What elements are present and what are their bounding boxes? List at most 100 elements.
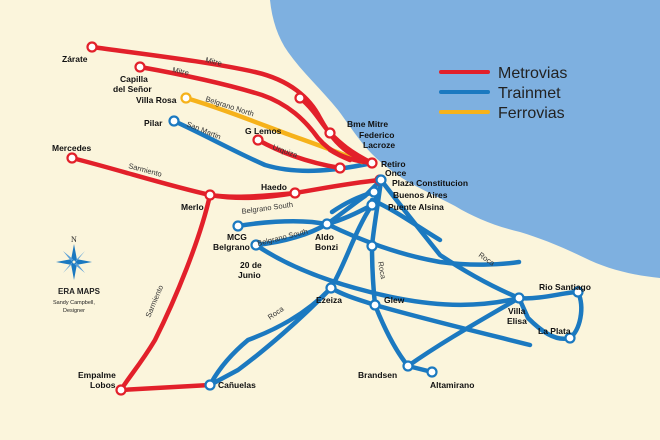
line-lobos-canuelas — [118, 382, 213, 393]
line-urquiza — [255, 137, 343, 171]
label-federico: Federico — [359, 130, 394, 140]
legend-label-trainmet: Trainmet — [498, 85, 561, 102]
station-buenos-aires[interactable] — [368, 186, 380, 198]
label-canuelas: Cañuelas — [218, 380, 256, 390]
label-pilar: Pilar — [144, 118, 163, 128]
compass-n-label: N — [71, 235, 77, 244]
label-veinte-1: 20 de — [240, 260, 262, 270]
station-empalme-lobos[interactable] — [115, 384, 127, 396]
line-belgrano-south-1 — [235, 218, 330, 229]
label-puente-alsina: Puente Alsina — [388, 202, 444, 212]
label-bme-mitre: Bme Mitre — [347, 119, 388, 129]
line-cross-1 — [253, 242, 522, 308]
station-altamirano[interactable] — [426, 366, 438, 378]
label-mitre-1: Mitre — [205, 55, 223, 68]
line-canuelas — [207, 285, 334, 388]
station-glew[interactable] — [369, 299, 381, 311]
legend-label-ferrovias: Ferrovias — [498, 105, 565, 122]
label-capilla-2: del Señor — [113, 84, 152, 94]
line-cross-4 — [369, 197, 443, 243]
label-merlo: Merlo — [181, 202, 204, 212]
station-20-de-junio[interactable] — [250, 239, 262, 251]
label-brandsen: Brandsen — [358, 370, 397, 380]
station-roca-junction[interactable] — [366, 240, 378, 252]
label-haedo: Haedo — [261, 182, 287, 192]
line-haedo — [207, 190, 298, 199]
label-rio-santiago: Rio Santiago — [539, 282, 591, 292]
label-aldo: Aldo — [315, 232, 334, 242]
line-federico — [327, 147, 353, 163]
station-pilar[interactable] — [168, 115, 180, 127]
line-roca-la-plata — [378, 177, 522, 301]
station-plaza-constitucion[interactable] — [375, 174, 387, 186]
station-villa-elisa[interactable] — [513, 292, 525, 304]
label-g-lemos: G Lemos — [245, 126, 282, 136]
label-lacroze: Lacroze — [363, 140, 395, 150]
station-bme-mitre-top[interactable] — [294, 92, 306, 104]
station-mcg-belgrano[interactable] — [232, 220, 244, 232]
credit-title: ERA MAPS — [58, 287, 101, 296]
label-zarate: Zárate — [62, 54, 88, 64]
credit-role: Designer — [63, 308, 85, 314]
metrovias-lines — [69, 44, 383, 393]
station-haedo[interactable] — [289, 187, 301, 199]
station-canuelas[interactable] — [204, 379, 216, 391]
station-labels: Zárate Capilla del Señor Villa Rosa Pila… — [52, 54, 591, 390]
station-brandsen[interactable] — [402, 360, 414, 372]
label-once: Once — [385, 168, 407, 178]
compass-east-point — [74, 259, 92, 265]
compass-sw-point — [63, 262, 74, 273]
label-capilla-1: Capilla — [120, 74, 148, 84]
station-puente-alsina[interactable] — [366, 199, 378, 211]
station-rio-santiago[interactable] — [572, 286, 584, 298]
label-mitre-2: Mitre — [172, 65, 190, 77]
station-markers — [66, 41, 584, 396]
compass-se-point — [74, 262, 85, 273]
label-villa-elisa-2: Elisa — [507, 316, 527, 326]
compass-center — [71, 259, 77, 265]
station-aldo-bonzi[interactable] — [321, 218, 333, 230]
label-altamirano: Altamirano — [430, 380, 474, 390]
label-glew: Glew — [384, 295, 405, 305]
label-empalme-1: Empalme — [78, 370, 116, 380]
label-belgrano: Belgrano — [213, 242, 250, 252]
compass-ne-point — [74, 251, 85, 262]
station-federico-lacroze[interactable] — [334, 162, 346, 174]
compass-rose: N — [56, 235, 92, 280]
legend: Metrovias Trainmet Ferrovias — [439, 65, 567, 122]
station-merlo[interactable] — [204, 189, 216, 201]
station-ezeiza[interactable] — [325, 282, 337, 294]
label-bonzi: Bonzi — [315, 242, 338, 252]
compass-nw-point — [63, 251, 74, 262]
compass-north-point — [71, 244, 77, 262]
label-retiro: Retiro — [381, 159, 406, 169]
station-zarate[interactable] — [86, 41, 98, 53]
label-veinte-2: Junio — [238, 270, 261, 280]
station-g-lemos[interactable] — [252, 134, 264, 146]
station-mercedes[interactable] — [66, 152, 78, 164]
label-ezeiza: Ezeiza — [316, 295, 342, 305]
station-retiro[interactable] — [366, 157, 378, 169]
compass-west-point — [56, 259, 74, 265]
line-sarmiento-lobos — [118, 192, 213, 393]
station-villa-rosa[interactable] — [180, 92, 192, 104]
label-plaza-constitucion: Plaza Constitucion — [392, 178, 468, 188]
line-cross-3 — [324, 221, 522, 267]
line-cross-2 — [372, 302, 533, 348]
label-roca-2: Roca — [376, 261, 388, 281]
label-empalme-2: Lobos — [90, 380, 116, 390]
label-buenos-aires: Buenos Aires — [393, 190, 448, 200]
station-la-plata[interactable] — [564, 332, 576, 344]
credit: ERA MAPS Sandy Campbell, Designer — [53, 287, 101, 314]
legend-label-metrovias: Metrovias — [498, 65, 567, 82]
station-capilla[interactable] — [134, 61, 146, 73]
river-plate-water — [270, 0, 660, 278]
label-mcg: MCG — [227, 232, 247, 242]
credit-author: Sandy Campbell, — [53, 300, 95, 306]
line-belgrano-south-3 — [253, 221, 330, 248]
label-villa-elisa-1: Villa — [508, 306, 526, 316]
station-bme-mitre[interactable] — [324, 127, 336, 139]
label-la-plata: La Plata — [538, 326, 571, 336]
label-villa-rosa: Villa Rosa — [136, 95, 177, 105]
